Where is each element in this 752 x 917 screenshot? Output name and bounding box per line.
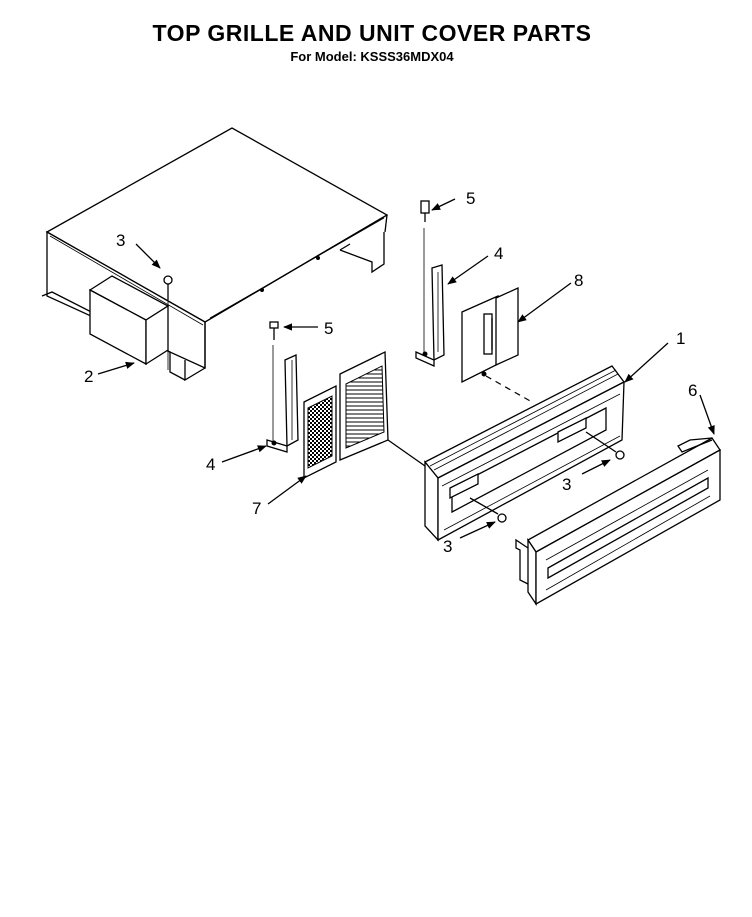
part-4-bracket-right <box>415 228 445 368</box>
leader-dashed <box>485 375 533 403</box>
part-4-bracket-left <box>266 345 299 453</box>
screw-icon <box>420 200 430 222</box>
callout-6: 6 <box>688 381 697 400</box>
callout-3-frame-bottom: 3 <box>443 537 452 556</box>
callout-3-cover-screw: 3 <box>116 231 125 250</box>
callout-1: 1 <box>676 329 685 348</box>
callout-4-right: 4 <box>494 244 503 263</box>
callout-7: 7 <box>252 499 261 518</box>
leader-lines <box>97 198 715 539</box>
callout-5-left: 5 <box>324 319 333 338</box>
model-subtitle: For Model: KSSS36MDX04 <box>290 49 454 64</box>
callout-3-frame-right: 3 <box>562 475 571 494</box>
screw-icon <box>469 497 507 523</box>
unit-cover <box>41 127 389 382</box>
diagram-title: TOP GRILLE AND UNIT COVER PARTS <box>152 20 592 46</box>
callout-8: 8 <box>574 271 583 290</box>
callout-5-right: 5 <box>466 189 475 208</box>
part-6-kickplate <box>515 437 721 607</box>
part-8-side-panel <box>461 286 519 384</box>
screw-icon <box>269 321 279 340</box>
part-1-grille-frame <box>423 365 625 542</box>
callout-2: 2 <box>84 367 93 386</box>
callout-4-left: 4 <box>206 455 215 474</box>
screw-icon <box>585 431 625 460</box>
part-7-grille <box>303 350 426 480</box>
screw-icon <box>163 275 173 370</box>
part-2-junction-box <box>88 275 170 366</box>
